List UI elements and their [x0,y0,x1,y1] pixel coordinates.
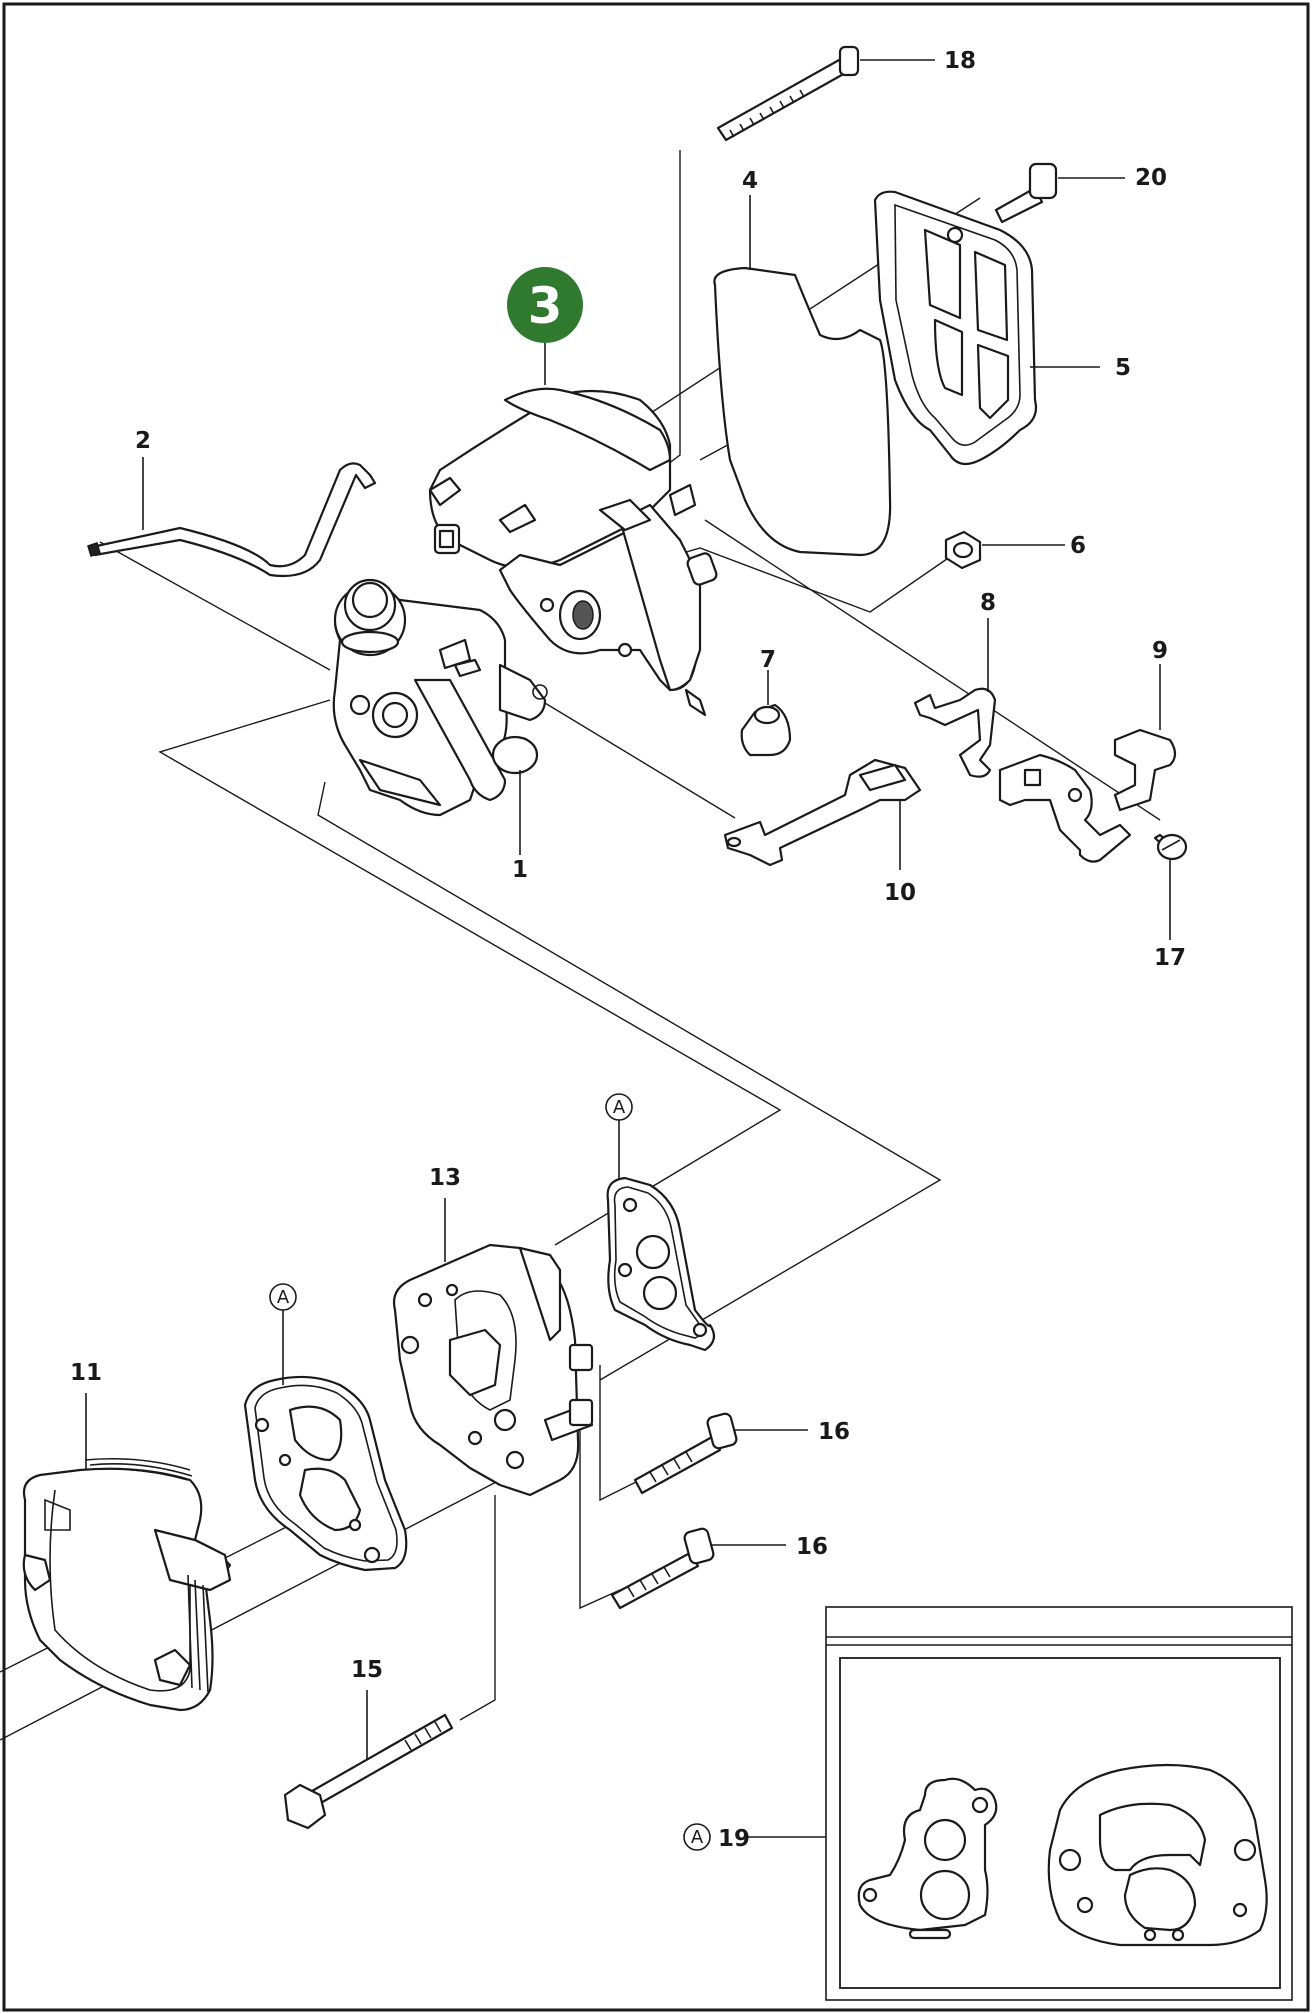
callout-labels: 18 20 4 5 2 6 8 9 7 1 10 17 13 11 16 16 … [70,48,1186,1852]
callout-8: 8 [980,590,996,616]
callout-4: 4 [742,168,758,194]
part-6-nut [944,530,1065,570]
part-4-filter [713,195,892,557]
marker-a-kit: A [691,1827,704,1848]
part-3-housing [428,387,718,717]
part-7-spacer [740,670,792,757]
part-20-screw [994,162,1125,224]
part-9-lever [998,664,1177,863]
inset-kit-box: A [683,1606,1293,2001]
callout-15: 15 [351,1657,383,1683]
part-10-slider [723,758,922,870]
part-a-gasket-upper: A [605,1093,716,1352]
part-16b-screw [610,1527,786,1610]
callout-5: 5 [1115,355,1131,381]
section-badge-number: 3 [528,277,563,335]
part-16a-screw [633,1412,808,1495]
callout-19: 19 [718,1826,750,1852]
part-17-screw [1153,833,1188,940]
part-2-rod [87,457,377,578]
callout-16b: 16 [796,1534,828,1560]
callout-16a: 16 [818,1419,850,1445]
callout-7: 7 [760,647,776,673]
part-18-bolt [716,45,935,142]
part-11-air-guide [22,1393,232,1712]
part-a-gasket-lower: A [243,1283,408,1572]
callout-9: 9 [1152,638,1168,664]
callout-11: 11 [70,1360,102,1386]
callout-20: 20 [1135,165,1167,191]
callout-17: 17 [1154,945,1186,971]
part-8-bracket [913,618,997,778]
callout-2: 2 [135,428,151,454]
marker-a-upper: A [613,1097,626,1118]
part-5-frame [873,190,1100,466]
part-15-screw [283,1690,454,1830]
callout-1: 1 [512,857,528,883]
part-1-carburetor [332,578,548,855]
callout-13: 13 [429,1165,461,1191]
part-13-flange [392,1198,594,1497]
callout-18: 18 [944,48,976,74]
callout-6: 6 [1070,533,1086,559]
section-badge: 3 [507,267,583,385]
callout-10: 10 [884,880,916,906]
marker-a-lower: A [277,1287,290,1308]
